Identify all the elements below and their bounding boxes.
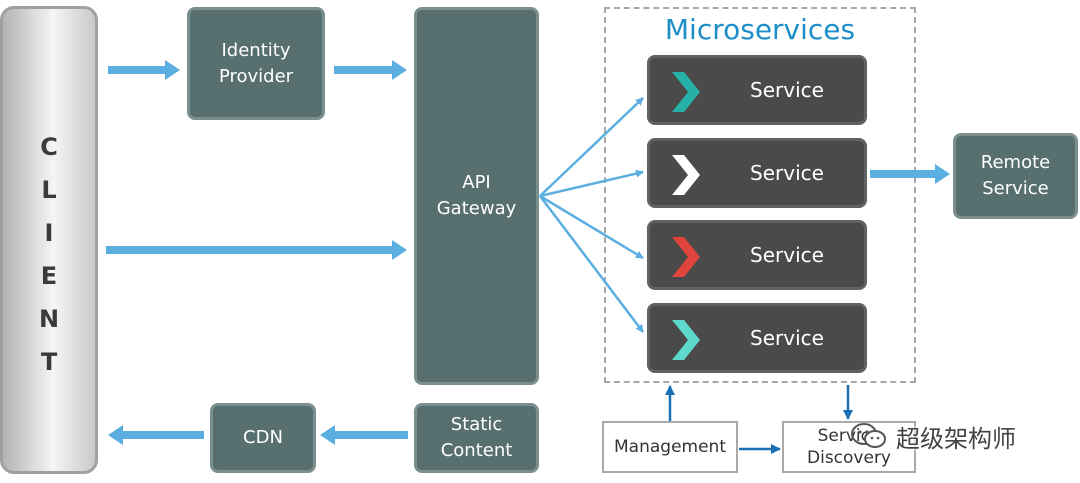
- api-gateway-line2: Gateway: [436, 198, 517, 219]
- client-letter: I: [44, 219, 54, 247]
- service-label: Service: [750, 326, 824, 350]
- static-content-box: Static Content: [414, 403, 539, 473]
- remote-service-box: Remote Service: [953, 133, 1078, 219]
- wechat-icon: [851, 423, 886, 448]
- remote-service-line1: Remote: [980, 152, 1051, 173]
- static-content-line1: Static: [450, 414, 503, 435]
- microservices-container: [604, 7, 916, 383]
- client-panel: [0, 6, 98, 474]
- service-box-4: Service: [647, 303, 867, 373]
- watermark-text: 超级架构师: [896, 424, 1016, 453]
- management-label: Management: [614, 437, 726, 457]
- arrow-client-to-identity: [108, 60, 180, 80]
- chevron-right-icon: [672, 320, 700, 360]
- arrow-cdn-to-client: [108, 425, 204, 445]
- cdn-box: CDN: [210, 403, 316, 473]
- cdn-label: CDN: [243, 427, 283, 448]
- microservices-title: Microservices: [664, 13, 856, 46]
- arrow-gateway-to-service-3: [539, 194, 644, 260]
- client-label: C L I E N T: [0, 126, 98, 384]
- identity-provider-line1: Identity: [221, 39, 291, 61]
- arrow-identity-to-gateway: [334, 60, 407, 80]
- client-letter: T: [40, 348, 58, 376]
- client-letter: C: [40, 133, 58, 161]
- service-label: Service: [750, 161, 824, 185]
- identity-provider-line2: Provider: [218, 65, 294, 87]
- identity-provider-box: Identity Provider: [187, 7, 325, 120]
- chevron-right-icon: [672, 72, 700, 112]
- arrow-gateway-to-service-2: [539, 169, 644, 198]
- chevron-right-icon: [672, 237, 700, 277]
- service-box-3: Service: [647, 220, 867, 290]
- client-letter: E: [40, 262, 58, 290]
- api-gateway-box: API Gateway: [414, 7, 539, 385]
- service-discovery-box: Service Discovery: [782, 421, 916, 473]
- arrow-service-to-remote: [870, 164, 950, 184]
- management-box: Management: [602, 421, 738, 473]
- service-discovery-line2: Discovery: [807, 448, 891, 468]
- client-letter: N: [38, 305, 60, 333]
- arrow-static-to-cdn: [320, 425, 408, 445]
- arrow-gateway-to-service-4: [539, 195, 644, 333]
- watermark: 超级架构师: [850, 420, 1016, 453]
- service-box-1: Service: [647, 55, 867, 125]
- api-gateway-line1: API: [462, 172, 491, 193]
- static-content-line2: Content: [440, 440, 513, 461]
- service-box-2: Service: [647, 138, 867, 208]
- service-label: Service: [750, 243, 824, 267]
- client-letter: L: [41, 176, 57, 204]
- remote-service-line2: Service: [982, 178, 1049, 199]
- arrow-gateway-to-service-1: [539, 97, 644, 197]
- arrow-client-to-gateway: [106, 240, 407, 260]
- chevron-right-icon: [672, 155, 700, 195]
- service-label: Service: [750, 78, 824, 102]
